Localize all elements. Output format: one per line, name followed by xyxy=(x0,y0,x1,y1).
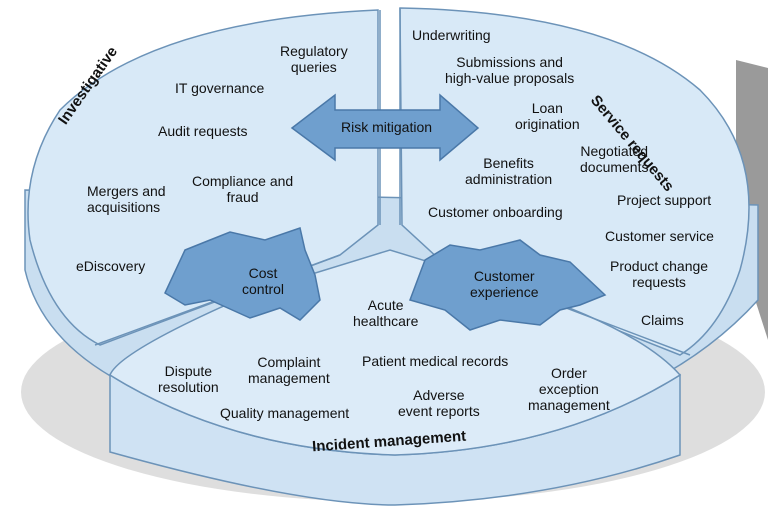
item-benefits-administration: Benefits administration xyxy=(465,155,553,187)
item-customer-service: Customer service xyxy=(605,228,714,244)
item-negotiated-documents: Negotiated documents xyxy=(580,143,649,175)
lifted-shadow xyxy=(736,60,768,340)
item-ediscovery: eDiscovery xyxy=(76,258,146,274)
risk-mitigation-label: Risk mitigation xyxy=(341,119,433,135)
cost-control-label: Cost control xyxy=(242,265,285,297)
item-underwriting: Underwriting xyxy=(412,27,491,43)
item-compliance-fraud: Compliance and fraud xyxy=(192,173,294,205)
item-claims: Claims xyxy=(641,312,684,328)
item-dispute-resolution: Dispute resolution xyxy=(158,363,219,395)
item-mergers-acquisitions: Mergers and acquisitions xyxy=(87,183,166,215)
item-complaint-management: Complaint management xyxy=(248,354,330,386)
item-order-exception-management: Order exception management xyxy=(528,365,610,413)
item-customer-onboarding: Customer onboarding xyxy=(428,204,563,220)
item-product-change-requests: Product change requests xyxy=(610,258,709,290)
center-acute-healthcare: Acute healthcare xyxy=(353,297,419,329)
item-project-support: Project support xyxy=(617,192,712,208)
cost-arrow xyxy=(164,227,321,321)
item-it-governance: IT governance xyxy=(175,80,265,96)
item-loan-origination: Loan origination xyxy=(515,100,580,132)
item-patient-medical-records: Patient medical records xyxy=(362,353,509,369)
item-regulatory-queries: Regulatory queries xyxy=(280,43,348,75)
risk-arrow xyxy=(290,93,480,162)
item-adverse-event-reports: Adverse event reports xyxy=(398,387,480,419)
customer-experience-label: Customer experience xyxy=(470,268,539,300)
customer-arrow xyxy=(409,239,607,331)
item-audit-requests: Audit requests xyxy=(158,123,248,139)
item-submissions-proposals: Submissions and high-value proposals xyxy=(445,54,575,86)
item-quality-management: Quality management xyxy=(220,405,350,421)
